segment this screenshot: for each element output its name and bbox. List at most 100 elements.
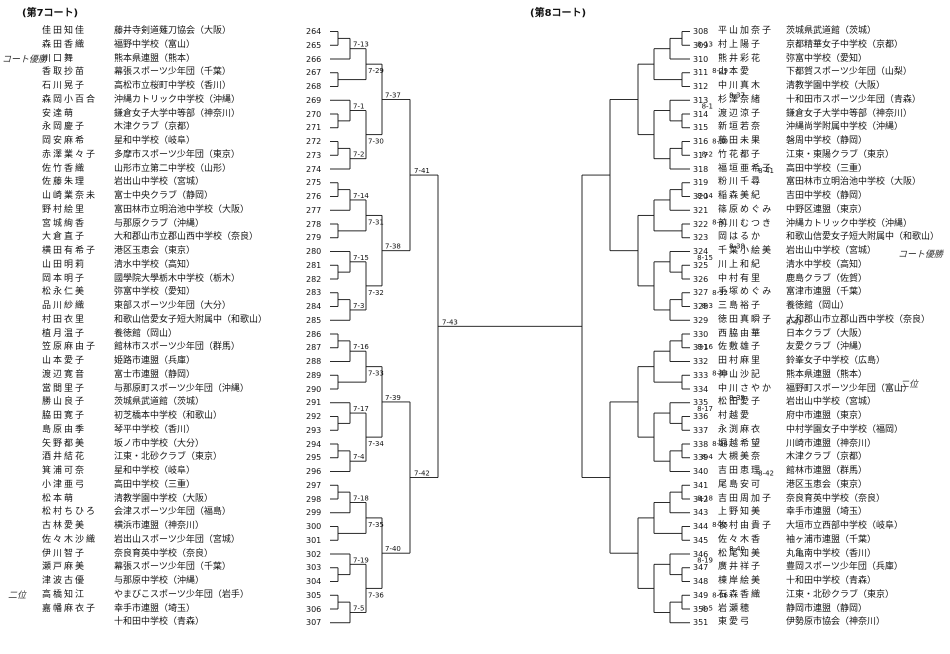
court7-player-row: 森田香織福野中学校（富山） — [42, 39, 195, 52]
court7-player-row: 伊川智子奈良育英中学校（奈良） — [42, 548, 213, 561]
court8-player-name: 尾島安可 — [718, 479, 763, 490]
court7-player-club: やまびこスポーツ少年団（岩手） — [114, 589, 249, 600]
match-label: 7-3 — [353, 302, 364, 310]
match-label: 8-34 — [712, 440, 728, 448]
court7-player-row: 松村ちひろ会津スポーツ少年団（福島） — [42, 506, 231, 519]
court8-player-name: 福垣亜希子 — [718, 163, 774, 174]
court7-entry-number: 275 — [306, 178, 322, 188]
court8-player-name: 杉澤奈緒 — [718, 94, 763, 105]
match-label: 7-42 — [414, 470, 430, 478]
court8-player-name: 佐々木香 — [718, 534, 763, 545]
court7-player-name: 伊川智子 — [42, 548, 87, 559]
court7-entry-number: 300 — [306, 522, 322, 531]
court7-player-name: 古林愛美 — [42, 521, 87, 531]
court7-player-row: 箕浦可奈星和中学校（岐阜） — [42, 465, 195, 478]
court8-player-name: 永渕麻衣 — [718, 424, 763, 435]
match-label: 7-4 — [353, 453, 365, 461]
court8-player-row: 佐敷雄子友愛クラブ（沖縄） — [718, 341, 867, 354]
court8-entry-number: 319 — [693, 178, 709, 188]
court7-player-row: 小津亜弓高田中学校（三重） — [42, 479, 195, 492]
court7-entry-number: 288 — [306, 357, 322, 366]
court8-player-name: 堀越希望 — [718, 438, 763, 449]
court8-entry-number: 313 — [693, 95, 709, 105]
match-label: 8-30 — [712, 138, 728, 146]
court7-player-row: 嘉幡麻衣子幸手市連盟（埼玉） — [42, 603, 195, 616]
court8-player-row: 松尾知美丸亀南中学校（香川） — [718, 548, 876, 561]
court7-player-club: 姫路市連盟（兵庫） — [114, 356, 196, 366]
court7-second-note: 二位 — [8, 591, 27, 601]
match-label: 7-39 — [385, 394, 401, 402]
match-label: 7-36 — [368, 591, 384, 599]
court8-player-name: 佐敷雄子 — [718, 342, 763, 353]
match-label: 8-41 — [758, 167, 774, 175]
court8-entry-number: 348 — [693, 577, 709, 586]
court8-player-name: 松尾知美 — [718, 548, 763, 559]
court8-player-name: 平山加奈子 — [718, 26, 774, 36]
court7-player-club: 熊本県連盟（熊本） — [114, 53, 196, 64]
court7-player-club: 星和中学校（岐阜） — [114, 136, 196, 146]
match-label: 8-29 — [712, 67, 728, 75]
court7-entry-number: 274 — [306, 164, 322, 174]
match-label: 8-19 — [697, 556, 713, 564]
court8-entry-number: 341 — [693, 480, 709, 490]
court8-player-name: 村上陽子 — [718, 39, 763, 50]
court8-entry-number: 333 — [693, 370, 709, 380]
court8-player-row: 岡はるか和歌山信愛女子短大附属中（和歌山） — [718, 231, 939, 244]
court7-player-name: 山崎業奈未 — [42, 191, 98, 201]
match-label: 7-33 — [368, 370, 384, 378]
court7-entry-number: 276 — [306, 192, 322, 201]
court8-player-name: 大槻美奈 — [718, 452, 763, 463]
court7-entry-number: 271 — [306, 123, 322, 133]
court8-player-row: 中村有里鹿島クラブ（佐賀） — [718, 273, 867, 286]
court7-player-row: 津波古優与那原中学校（沖縄） — [42, 575, 204, 588]
court8-player-name: 手塚めぐみ — [718, 287, 774, 298]
court8-player-club: 沖縄カトリック中学校（沖縄） — [786, 218, 913, 229]
court7-player-row: 植月温子養徳館（岡山） — [42, 328, 177, 341]
match-label: 8-38 — [729, 243, 745, 251]
court8-player-club: 下都賀スポーツ少年団（山梨） — [786, 67, 912, 78]
court8-player-name: 松田愛子 — [718, 397, 763, 408]
court8-player-row: 中川真木清教学園中学校（大阪） — [718, 80, 885, 93]
court7-player-club: 大和郡山市立郡山西中学校（奈良） — [114, 232, 259, 243]
court7-player-club: 和歌山信愛女子短大附属中（和歌山） — [114, 314, 268, 325]
court8-entry-number: 346 — [693, 549, 709, 559]
court8-entry-number: 311 — [693, 68, 709, 78]
court7-entry-number: 305 — [306, 590, 322, 600]
court7-player-club: 鎌倉女子大学中等部（神奈川） — [114, 108, 241, 119]
court7-player-row: 高橋知江 やまびこスポーツ少年団（岩手） — [42, 589, 249, 602]
court8-player-row: 竹花都子江東・東陽クラブ（東京） — [718, 149, 894, 162]
court7-player-row: 瀬戸麻美幕張スポーツ少年団（千葉） — [42, 561, 231, 574]
court8-player-row: 堀越希望川崎市連盟（神奈川） — [718, 438, 876, 451]
court7-entry-number: 307 — [306, 618, 322, 628]
court7-entry-number: 303 — [306, 563, 322, 573]
court8-entry-number: 316 — [693, 137, 709, 146]
court7-player-row: 十和田中学校（青森） — [42, 616, 204, 629]
court7-player-club: 山形市立第二中学校（山形） — [114, 163, 232, 174]
court8-title: (第8コート) — [530, 8, 587, 19]
court8-player-name: 廣井祥子 — [718, 562, 763, 573]
court7-player-row: 安達萌鎌倉女子大学中等部（神奈川） — [42, 108, 240, 121]
court7-entry-number: 270 — [306, 109, 322, 119]
court7-player-club: 富田林市立明治池中学校（大阪） — [114, 204, 250, 215]
court7-player-club: 多摩市スポーツ少年団（東京） — [114, 149, 240, 160]
court7-player-name: 嘉幡麻衣子 — [42, 603, 98, 614]
court8-player-name: 上野知美 — [718, 507, 763, 518]
court7-player-row: 香取抄苗幕張スポーツ少年団（千葉） — [42, 66, 231, 79]
court7-player-name: 高橋知江 — [42, 589, 87, 600]
court8-player-club: 幸手市連盟（埼玉） — [786, 507, 868, 518]
court8-player-name: 熊井彩花 — [718, 53, 763, 64]
court7-entry-number: 284 — [306, 302, 322, 311]
court7-player-row: 赤澤業々子多摩市スポーツ少年団（東京） — [42, 149, 240, 162]
court7-player-name: 森田香織 — [42, 39, 87, 50]
court7-player-club: 与那原中学校（沖縄） — [114, 576, 205, 586]
court8-player-name: 篠原めぐみ — [718, 204, 774, 215]
court7-player-row: 島原由季琴平中学校（香川） — [42, 424, 195, 437]
match-label: 8-17 — [697, 405, 713, 413]
court8-player-row: 田村麻里鈴峯女子中学校（広島） — [718, 355, 885, 368]
court7-player-row: 脇田寛子初芝橋本中学校（和歌山） — [42, 410, 222, 423]
court7-player-name: 佐竹香織 — [42, 163, 87, 174]
match-label: 8-3 — [702, 302, 713, 310]
court7-entry-number: 269 — [306, 95, 322, 105]
match-label: 8-42 — [758, 470, 774, 478]
court7-entry-number: 306 — [306, 604, 322, 614]
